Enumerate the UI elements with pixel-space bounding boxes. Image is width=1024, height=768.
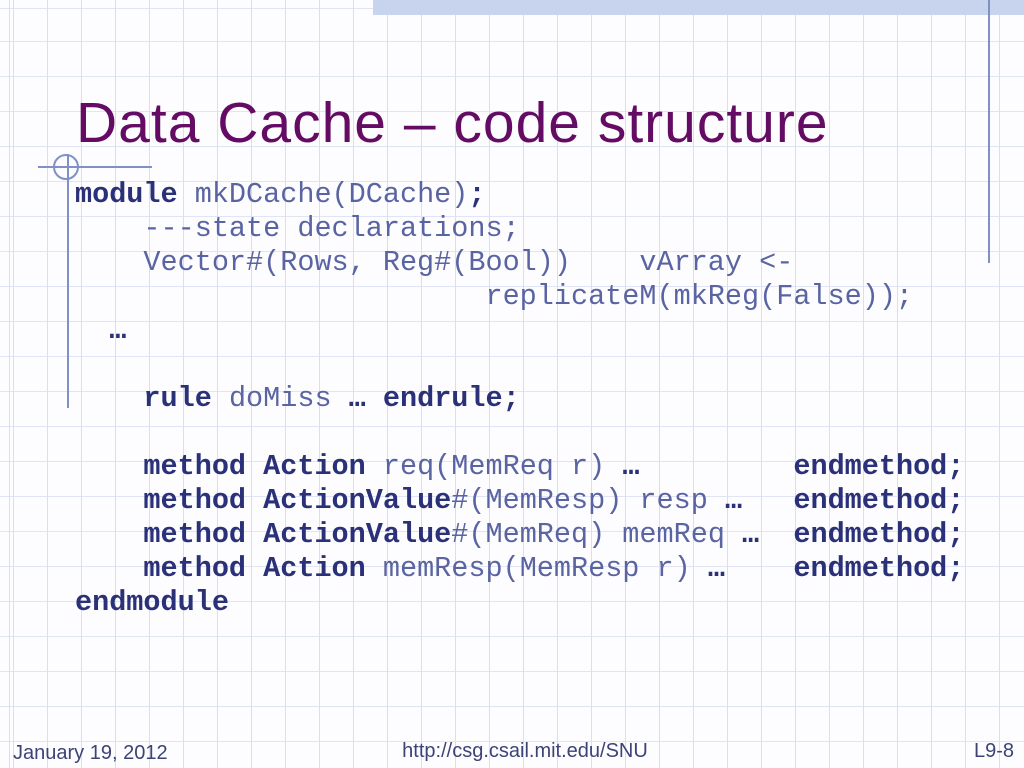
code-keyword: … bbox=[742, 518, 760, 551]
code-text bbox=[75, 382, 143, 415]
code-keyword: ; bbox=[468, 178, 486, 211]
code-keyword: method ActionValue bbox=[143, 518, 452, 551]
circle-ornament bbox=[53, 154, 79, 180]
code-text bbox=[75, 416, 92, 449]
code-line: replicateM(mkReg(False)); bbox=[75, 280, 964, 314]
code-text bbox=[75, 484, 143, 517]
code-text: replicateM(mkReg(False)); bbox=[75, 280, 914, 313]
code-keyword: … bbox=[348, 382, 366, 415]
code-line: Vector#(Rows, Reg#(Bool)) vArray <- bbox=[75, 246, 964, 280]
code-keyword: method Action bbox=[143, 450, 366, 483]
top-accent-bar bbox=[373, 0, 1024, 15]
code-text bbox=[75, 348, 92, 381]
code-text: ---state declarations; bbox=[75, 212, 520, 245]
code-text bbox=[639, 450, 793, 483]
footer-date: January 19, 2012 bbox=[13, 742, 168, 764]
code-text bbox=[75, 552, 143, 585]
slide-title: Data Cache – code structure bbox=[76, 91, 829, 155]
code-line: ---state declarations; bbox=[75, 212, 964, 246]
title-underline bbox=[38, 166, 152, 168]
footer-slide-number: L9-8 bbox=[973, 740, 1014, 762]
code-text: doMiss bbox=[211, 382, 349, 415]
code-keyword: module bbox=[75, 178, 178, 211]
code-keyword: rule bbox=[143, 382, 212, 415]
code-keyword: method Action bbox=[143, 552, 366, 585]
code-text bbox=[75, 314, 109, 347]
code-keyword: … bbox=[724, 484, 743, 517]
code-line: … bbox=[75, 314, 964, 348]
code-text bbox=[75, 518, 143, 551]
code-keyword: endmodule bbox=[75, 586, 229, 619]
code-text: mkDCache(DCache) bbox=[177, 178, 469, 211]
left-accent-line bbox=[67, 154, 69, 408]
code-keyword: … bbox=[707, 552, 725, 585]
code-line bbox=[75, 348, 964, 382]
code-line: rule doMiss … endrule; bbox=[75, 382, 964, 416]
code-line: method ActionValue#(MemReq) memReq … end… bbox=[75, 518, 964, 552]
code-text: #(MemReq) memReq bbox=[451, 518, 743, 551]
code-keyword: method ActionValue bbox=[143, 484, 452, 517]
code-text: req(MemReq r) bbox=[365, 450, 623, 483]
code-line bbox=[75, 416, 964, 450]
code-line: endmodule bbox=[75, 586, 964, 620]
code-line: method Action req(MemReq r) … endmethod; bbox=[75, 450, 964, 484]
code-text: Vector#(Rows, Reg#(Bool)) vArray <- bbox=[75, 246, 794, 279]
code-keyword: … bbox=[622, 450, 640, 483]
footer-url: http://csg.csail.mit.edu/SNU bbox=[402, 740, 648, 762]
code-text bbox=[725, 552, 793, 585]
code-line: method ActionValue#(MemResp) resp … endm… bbox=[75, 484, 964, 518]
code-keyword: endmethod; bbox=[793, 518, 965, 551]
code-text bbox=[75, 450, 143, 483]
code-keyword: endrule; bbox=[382, 382, 520, 415]
code-keyword: endmethod; bbox=[793, 484, 965, 517]
code-text: memResp(MemResp r) bbox=[365, 552, 708, 585]
code-text bbox=[759, 518, 793, 551]
code-keyword: … bbox=[109, 314, 127, 347]
code-text bbox=[366, 382, 383, 415]
code-text: #(MemResp) resp bbox=[451, 484, 725, 517]
code-text bbox=[742, 484, 793, 517]
code-keyword: endmethod; bbox=[793, 450, 965, 483]
code-keyword: endmethod; bbox=[793, 552, 965, 585]
code-line: module mkDCache(DCache); bbox=[75, 178, 964, 212]
code-line: method Action memResp(MemResp r) … endme… bbox=[75, 552, 964, 586]
right-accent-line bbox=[988, 0, 990, 263]
code-block: module mkDCache(DCache); ---state declar… bbox=[75, 178, 964, 620]
